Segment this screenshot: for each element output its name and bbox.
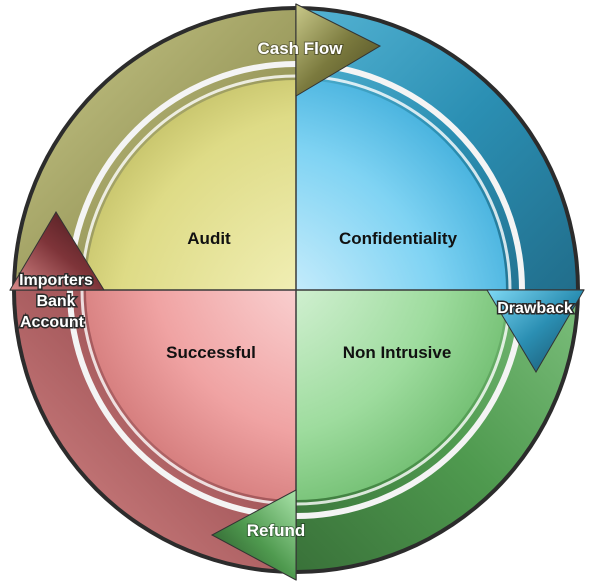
label-bank: Bank: [36, 293, 75, 310]
label-audit: Audit: [187, 229, 231, 248]
label-confidentiality: Confidentiality: [339, 229, 458, 248]
arrow-head-left: [9, 211, 105, 291]
quadrant-successful: [86, 290, 296, 500]
label-refund: Refund: [247, 521, 306, 540]
arrow-head-bottom: [210, 489, 297, 581]
quadrant-audit: [86, 80, 296, 290]
label-drawback: Drawback: [497, 300, 573, 317]
arrow-head-top: [295, 3, 382, 97]
label-account: Account: [20, 314, 85, 331]
label-non-intrusive: Non Intrusive: [343, 343, 452, 362]
label-cash-flow: Cash Flow: [257, 39, 343, 58]
quadrant-non-intrusive: [296, 290, 506, 500]
arrow-head-right: [486, 289, 585, 373]
label-successful: Successful: [166, 343, 256, 362]
quadrant-confidentiality: [296, 80, 506, 290]
label-importers: Importers: [19, 272, 93, 289]
